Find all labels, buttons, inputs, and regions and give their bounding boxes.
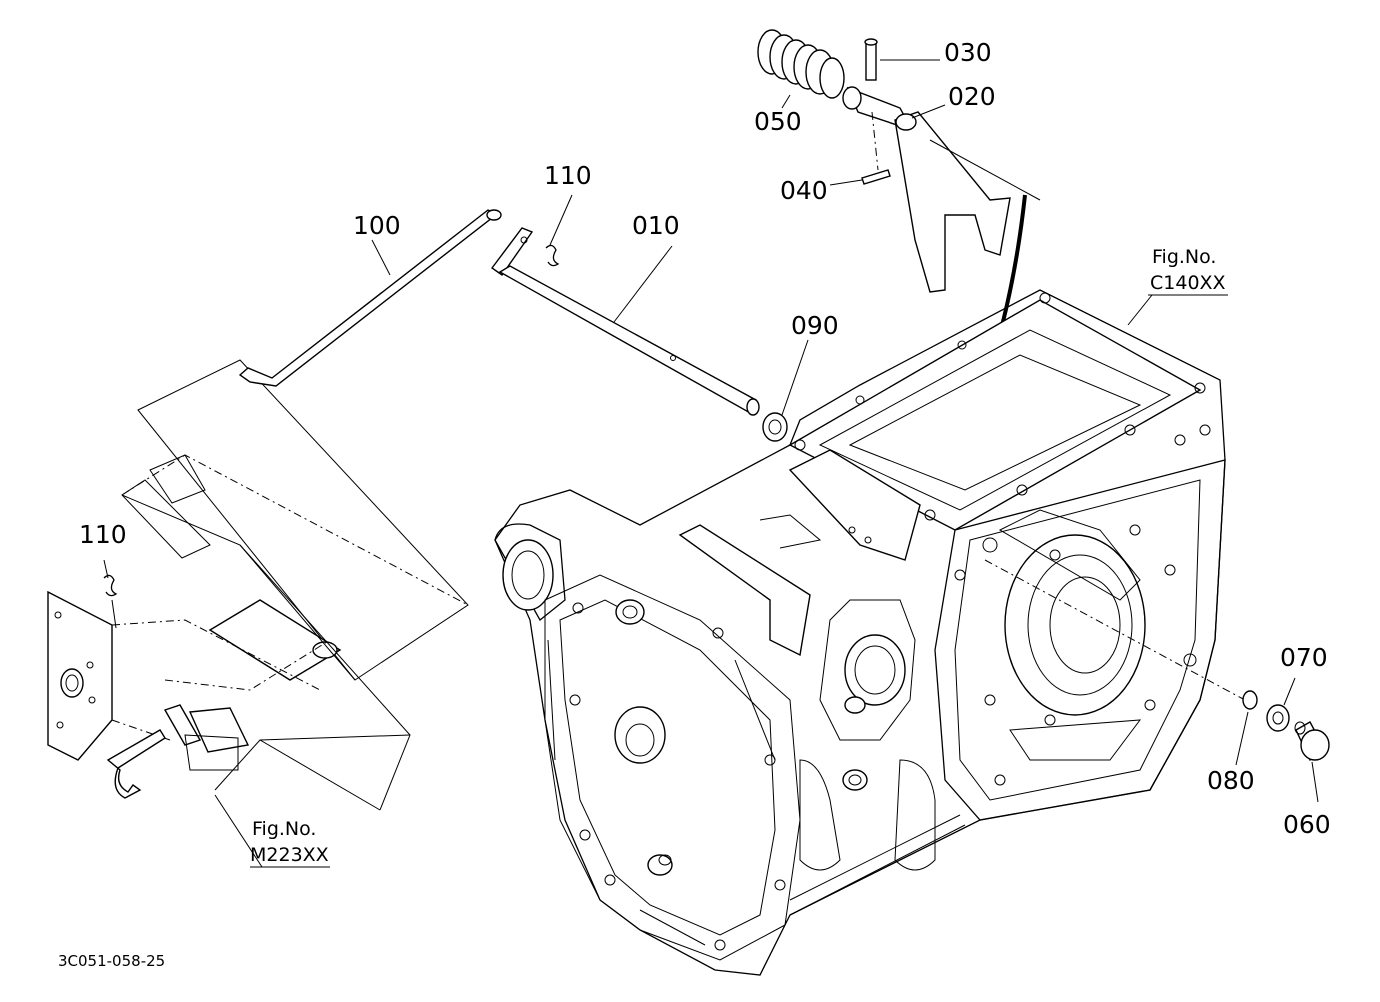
label-110-upper: 110 [544,161,592,190]
floor-plate-assembly [47,359,469,868]
transmission-case [494,289,1246,976]
label-020: 020 [948,82,996,111]
label-030: 030 [944,38,992,67]
label-110-lower: 110 [79,520,127,549]
rod-100 [238,209,502,387]
label-060: 060 [1283,810,1331,839]
label-050: 050 [754,107,802,136]
fig-ref-c140-title: Fig.No. [1152,246,1216,268]
seal-090 [762,339,809,442]
shaft-010 [491,194,760,416]
fig-ref-c140-code: C140XX [1150,272,1226,294]
spring-050 [757,29,845,109]
label-100: 100 [353,211,401,240]
label-080: 080 [1207,766,1255,795]
fig-ref-m223-code: M223XX [250,844,329,866]
label-010: 010 [632,211,680,240]
label-040: 040 [780,176,828,205]
shift-fork-020 [757,29,1041,293]
label-090: 090 [791,311,839,340]
fig-ref-m223-title: Fig.No. [252,818,316,840]
drain-plug-group [1235,677,1330,803]
diagram-code: 3C051-058-25 [58,952,165,970]
label-070: 070 [1280,643,1328,672]
